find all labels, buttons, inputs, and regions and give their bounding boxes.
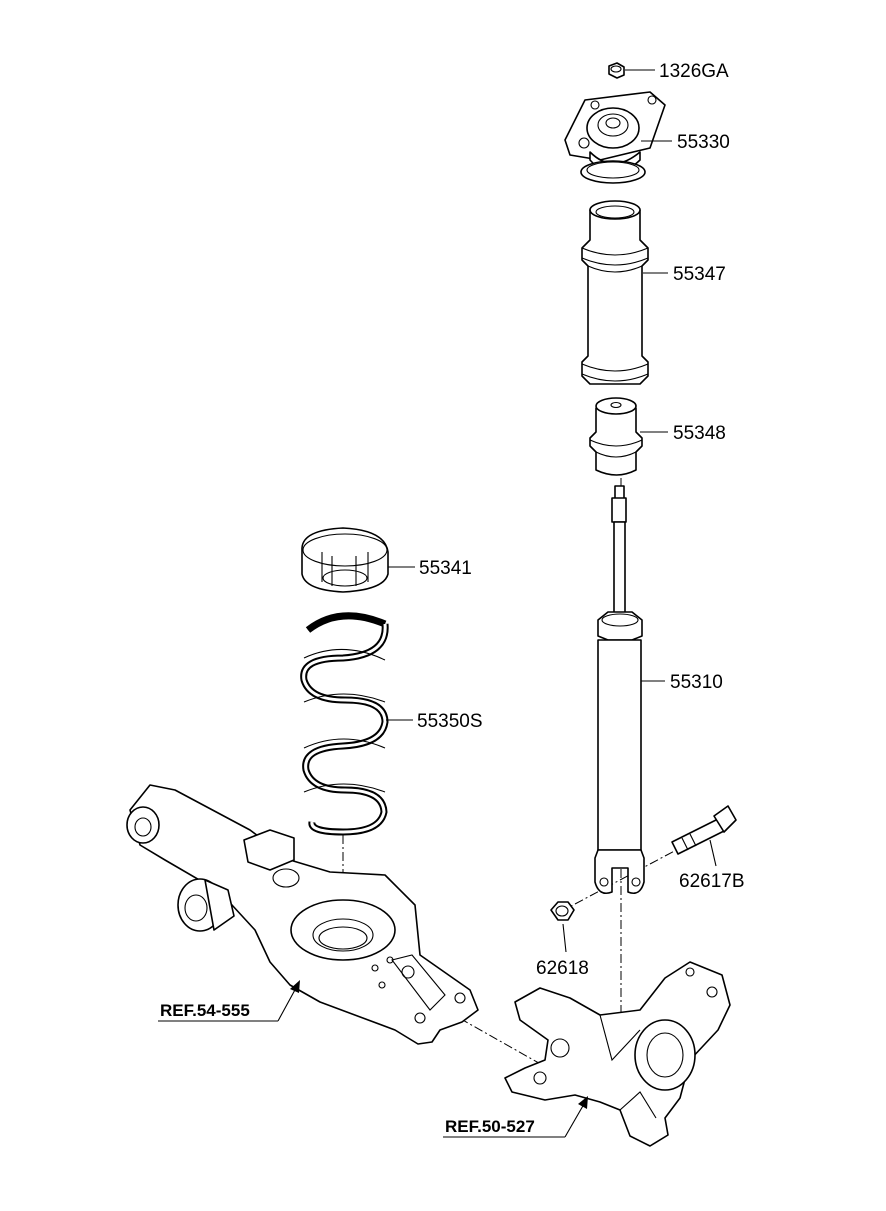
- label-55350S: 55350S: [417, 711, 483, 732]
- rear-knuckle: [504, 961, 731, 1147]
- spring-pad-55341: [301, 527, 389, 593]
- label-ref-arm: REF.54-555: [160, 1001, 250, 1020]
- ref-knuckle-leader: [443, 1096, 588, 1138]
- nut-1326GA: [608, 62, 625, 79]
- label-55310: 55310: [670, 672, 723, 693]
- label-55348: 55348: [673, 423, 726, 444]
- label-55347: 55347: [673, 264, 726, 285]
- label-1326GA: 1326GA: [659, 61, 729, 82]
- label-62617B: 62617B: [679, 871, 745, 892]
- bolt-axis-line: [559, 847, 681, 913]
- label-ref-knuckle: REF.50-527: [445, 1117, 535, 1136]
- label-55341: 55341: [419, 558, 472, 579]
- coil-spring-55350S: [300, 612, 389, 836]
- label-62618: 62618: [536, 958, 589, 979]
- leader-62618: [562, 923, 567, 953]
- bump-stopper-55348: [589, 397, 643, 476]
- dust-cover-55347: [581, 200, 649, 385]
- shock-absorber-55310: [594, 485, 645, 895]
- ref-arm-leader: [158, 980, 300, 1022]
- bolt-62617B: [671, 805, 737, 855]
- leader-62617B: [709, 839, 717, 867]
- lower-control-arm: [126, 784, 479, 1045]
- strut-mount-55330: [564, 91, 666, 184]
- label-55330: 55330: [677, 132, 730, 153]
- nut-62618: [550, 901, 575, 921]
